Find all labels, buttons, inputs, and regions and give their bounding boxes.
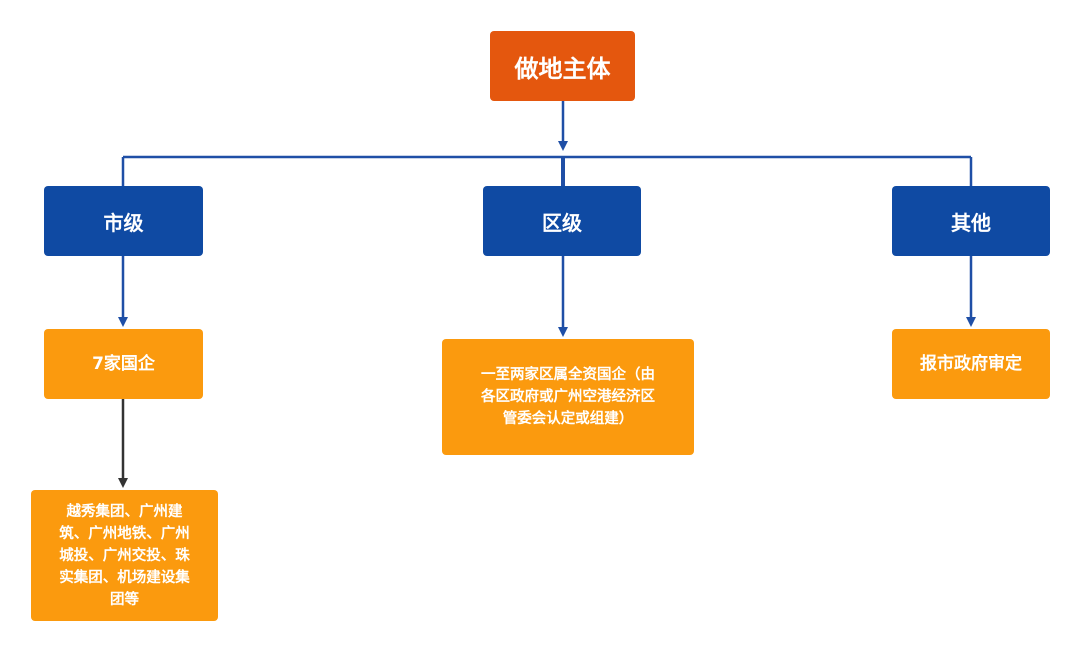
level-node-district-label: 区级 xyxy=(542,210,582,235)
leaf-node-city: 7家国企 xyxy=(44,329,203,399)
detail-node-city: 越秀集团、广州建 筑、广州地铁、广州 城投、广州交投、珠 实集团、机场建设集 团… xyxy=(31,490,218,621)
level-node-city-label: 市级 xyxy=(103,210,144,235)
leaf-node-district-label: 一至两家区属全资国企（由 各区政府或广州空港经济区 管委会认定或组建） xyxy=(481,367,655,427)
level-node-other: 其他 xyxy=(892,186,1050,256)
level-node-city: 市级 xyxy=(44,186,203,256)
leaf-node-other: 报市政府审定 xyxy=(892,329,1050,399)
leaf-node-district: 一至两家区属全资国企（由 各区政府或广州空港经济区 管委会认定或组建） xyxy=(442,339,694,455)
root-node: 做地主体 xyxy=(490,31,635,101)
detail-node-city-label: 越秀集团、广州建 筑、广州地铁、广州 城投、广州交投、珠 实集团、机场建设集 团… xyxy=(59,503,190,608)
level-node-district: 区级 xyxy=(483,186,641,256)
leaf-node-city-label: 7家国企 xyxy=(92,354,155,374)
leaf-node-other-label: 报市政府审定 xyxy=(920,354,1022,374)
root-node-label: 做地主体 xyxy=(514,54,611,83)
level-node-other-label: 其他 xyxy=(951,210,991,235)
